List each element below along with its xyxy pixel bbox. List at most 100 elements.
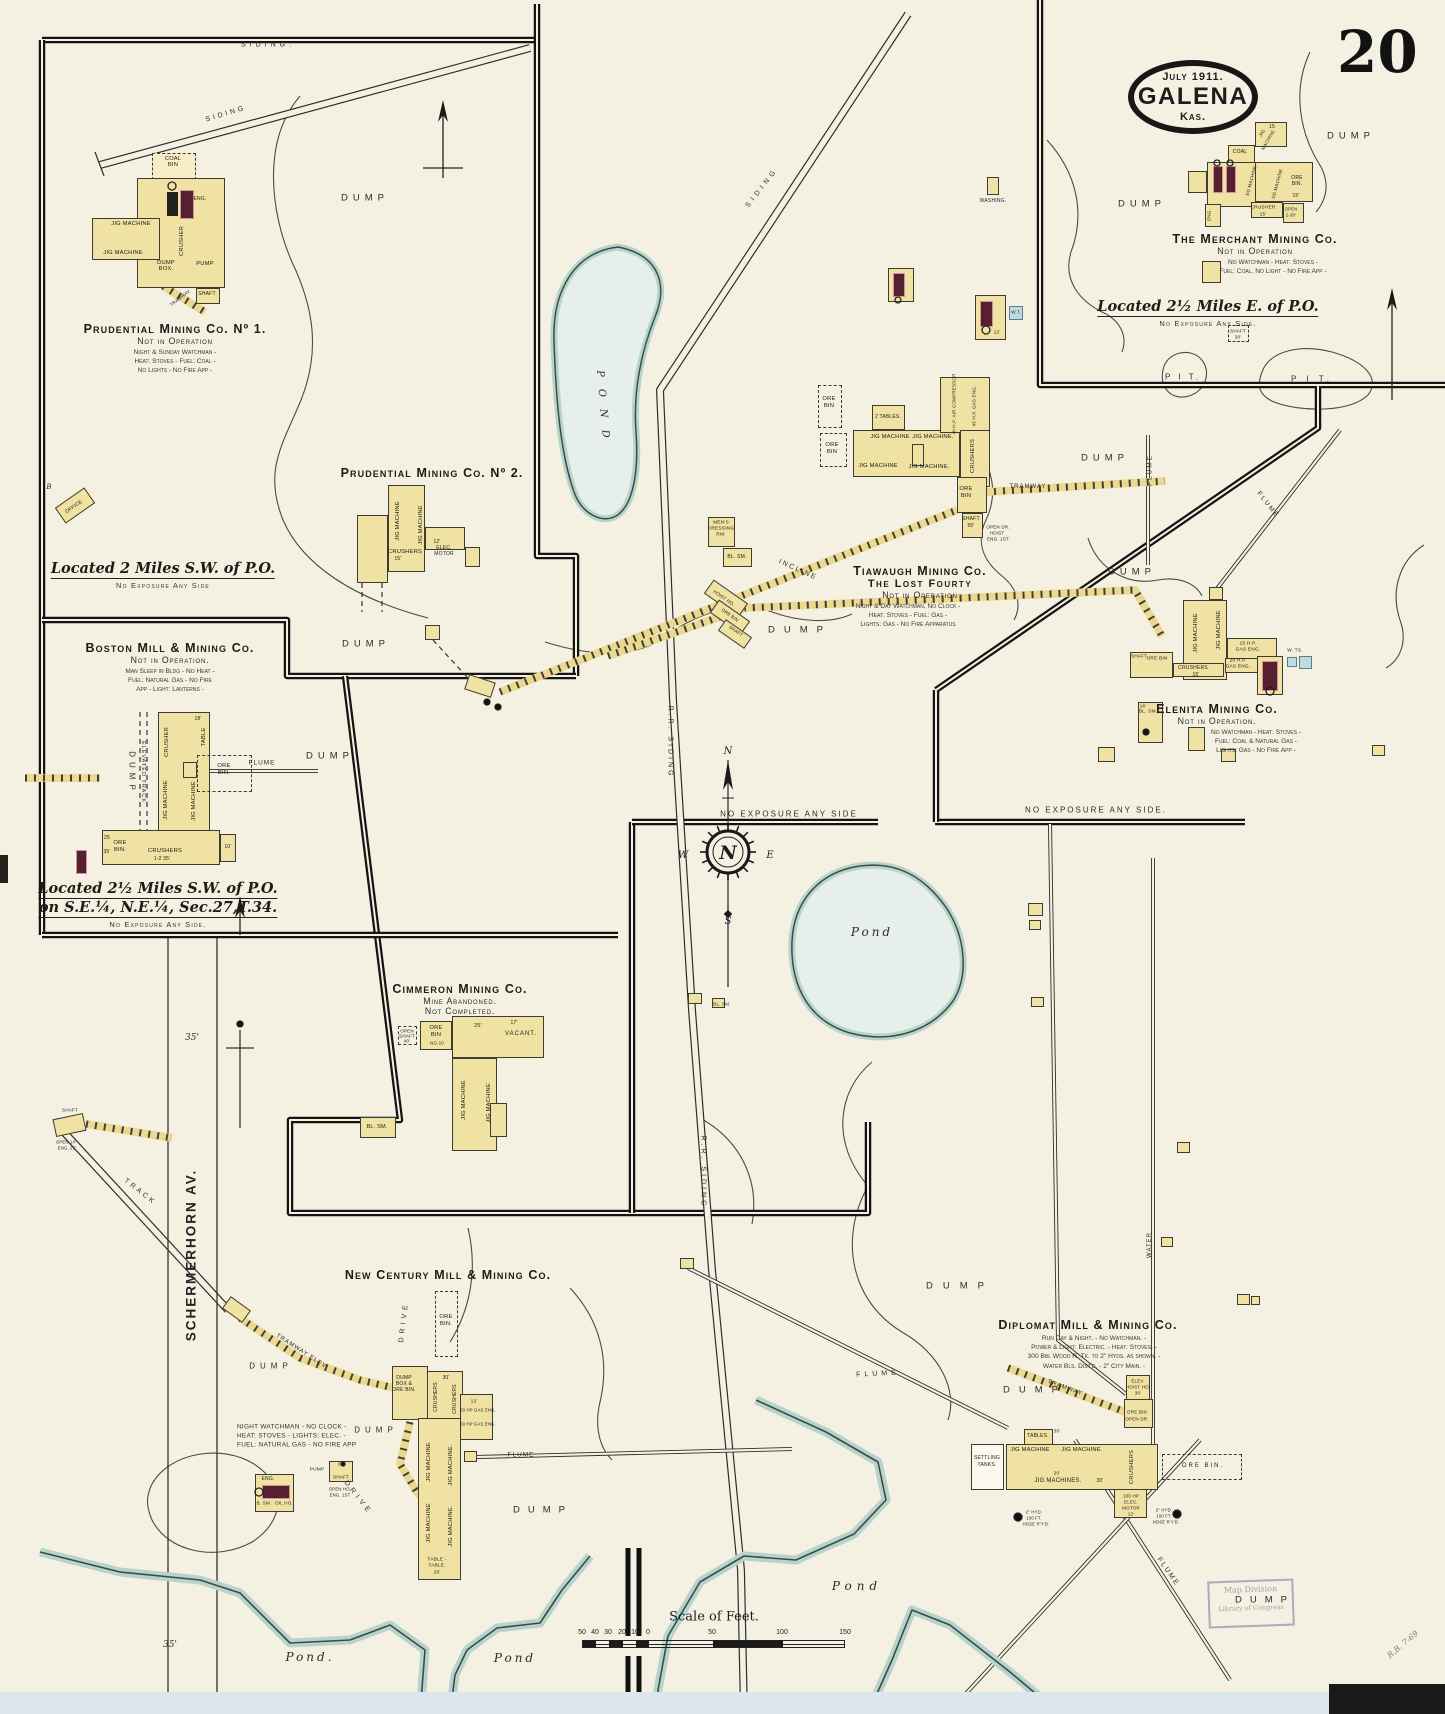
company-block: New Century Mill & Mining Co. xyxy=(345,1268,551,1282)
building-label: BL. SM. xyxy=(366,1124,388,1130)
building-label: BIN xyxy=(823,403,835,409)
company-name: New Century Mill & Mining Co. xyxy=(344,1268,552,1282)
building-label: 30' xyxy=(1096,1478,1104,1484)
company-note: Lights: Gas - No Fire App - xyxy=(1216,747,1296,755)
building xyxy=(1009,306,1023,320)
area-label: P I T. xyxy=(1165,372,1201,382)
building-label: 1-2 35' xyxy=(153,856,171,862)
building-label: JIG MACHINE xyxy=(870,434,910,440)
building xyxy=(220,834,236,862)
building-label: MOTOR xyxy=(1122,1505,1140,1511)
badge-state: Kas. xyxy=(1179,111,1207,123)
building-label: JIG MACHINE. xyxy=(912,434,954,440)
building xyxy=(1228,325,1249,342)
company-name: The Merchant Mining Co. xyxy=(1172,232,1338,246)
building-label: SHAFT xyxy=(62,1107,78,1113)
building-label: 25' xyxy=(433,1570,441,1576)
building xyxy=(1173,663,1224,677)
building-label: 30' xyxy=(1234,334,1242,340)
building xyxy=(1161,1237,1173,1247)
library-stamp: Map Division Library of Congress xyxy=(1207,1578,1295,1629)
building-label: 15' xyxy=(1292,193,1300,199)
building-label: SHAFT xyxy=(962,516,980,522)
building-label: SHAFT xyxy=(1131,653,1147,659)
building-label: SHAFT xyxy=(399,1033,415,1039)
building xyxy=(465,547,480,567)
building-label: HOSE R'Y'D. xyxy=(1152,1519,1180,1525)
building-label: TANKS. xyxy=(977,1462,997,1468)
building-label: WASHING. xyxy=(979,198,1007,204)
building-label: ENG. 1ST xyxy=(329,1492,351,1498)
building-label: ORE xyxy=(1291,175,1303,181)
area-label: DUMP xyxy=(1108,566,1156,578)
building-label: BIN. xyxy=(439,1321,453,1327)
building-label: 20' xyxy=(1053,1470,1061,1476)
building xyxy=(1372,745,1385,756)
located-sub: No Exposure Any Side. xyxy=(1159,319,1257,328)
building xyxy=(197,755,252,792)
building-label: HEAT: STOVES - LIGHTS: ELEC. - xyxy=(237,1432,346,1440)
building xyxy=(940,377,990,433)
building-label: W. TS. xyxy=(1287,648,1303,654)
building-label: 25' xyxy=(337,1461,345,1467)
area-label: DUMP xyxy=(1118,198,1166,210)
title-badge: July 1911. GALENA Kas. xyxy=(1128,60,1258,134)
scan-edge-corner xyxy=(1329,1684,1445,1714)
building-label: ENG. xyxy=(261,1476,275,1482)
company-name: Tiawaugh Mining Co. xyxy=(853,564,987,578)
building-label: 55' xyxy=(967,523,975,529)
area-label: P I T. xyxy=(1291,374,1333,384)
building-label: ELEC. xyxy=(436,545,452,551)
building xyxy=(1162,1454,1242,1480)
building-label: MOTOR xyxy=(434,551,454,557)
building-label: HOSE R'Y'D. xyxy=(1022,1521,1050,1527)
company-note: Night & Sunday Watchman - xyxy=(133,349,217,356)
building-label: 18' xyxy=(194,716,202,722)
building xyxy=(820,433,847,467)
area-label: DUMP xyxy=(1235,1594,1295,1606)
company-note: Heat: Stoves - Fuel: Coal - xyxy=(134,358,216,366)
building-label: 12' xyxy=(470,1398,478,1404)
company-name: Prudential Mining Co. Nº 1. xyxy=(83,322,267,336)
company-block: Prudential Mining Co. Nº 1.Not in Operat… xyxy=(84,322,267,376)
building-label: 50 HP GAS ENG. xyxy=(460,1421,496,1427)
building xyxy=(1031,997,1044,1007)
company-block: Elenita Mining Co.Not in Operation.No Wa… xyxy=(1156,702,1301,756)
building-label: 40' xyxy=(403,1038,411,1044)
building-label: 35' xyxy=(163,1640,177,1650)
company-note: Man Sleep in Bldg - No Heat - xyxy=(125,668,215,675)
building xyxy=(971,1444,1004,1490)
building-label: 30' xyxy=(1053,1428,1061,1434)
building xyxy=(708,517,735,547)
area-label: DUMP xyxy=(354,1425,398,1435)
scale-tick: 50 xyxy=(708,1629,716,1636)
area-label: DUMP xyxy=(768,624,832,636)
building xyxy=(392,1366,428,1420)
area-label: TRAMWAY xyxy=(1009,484,1047,490)
building-label: RM. xyxy=(716,532,726,538)
scale-title: Scale of Feet. xyxy=(669,1609,759,1625)
building-label: GAS ENG. xyxy=(1235,647,1261,653)
building-label: ORE xyxy=(959,486,973,492)
company-status: Not in Operation. xyxy=(1177,716,1257,726)
building-label: ENG. 25' xyxy=(57,1145,77,1151)
located-line: Located 2 Miles S.W. of P.O. xyxy=(50,560,276,579)
building-label: FUEL: NATURAL GAS - NO FIRE APP xyxy=(237,1441,357,1449)
area-label: DUMP xyxy=(513,1504,573,1516)
building-label: BIN xyxy=(826,449,838,455)
building-label: 12' xyxy=(993,329,1001,335)
building-label: DUMP xyxy=(157,260,175,266)
building-label: 25 xyxy=(104,835,110,841)
building xyxy=(460,1394,493,1440)
company-note: Run Day & Night. - No Watchman. - xyxy=(1041,1335,1147,1342)
located-line: on S.E.¼, N.E.¼, Sec.27,T.34. xyxy=(38,899,278,918)
building-label: Pond. xyxy=(285,1650,335,1664)
building xyxy=(490,1103,507,1137)
building-label: 100 HP xyxy=(1122,1493,1140,1499)
building xyxy=(1251,202,1283,218)
building-label: VACANT. xyxy=(505,1031,537,1037)
